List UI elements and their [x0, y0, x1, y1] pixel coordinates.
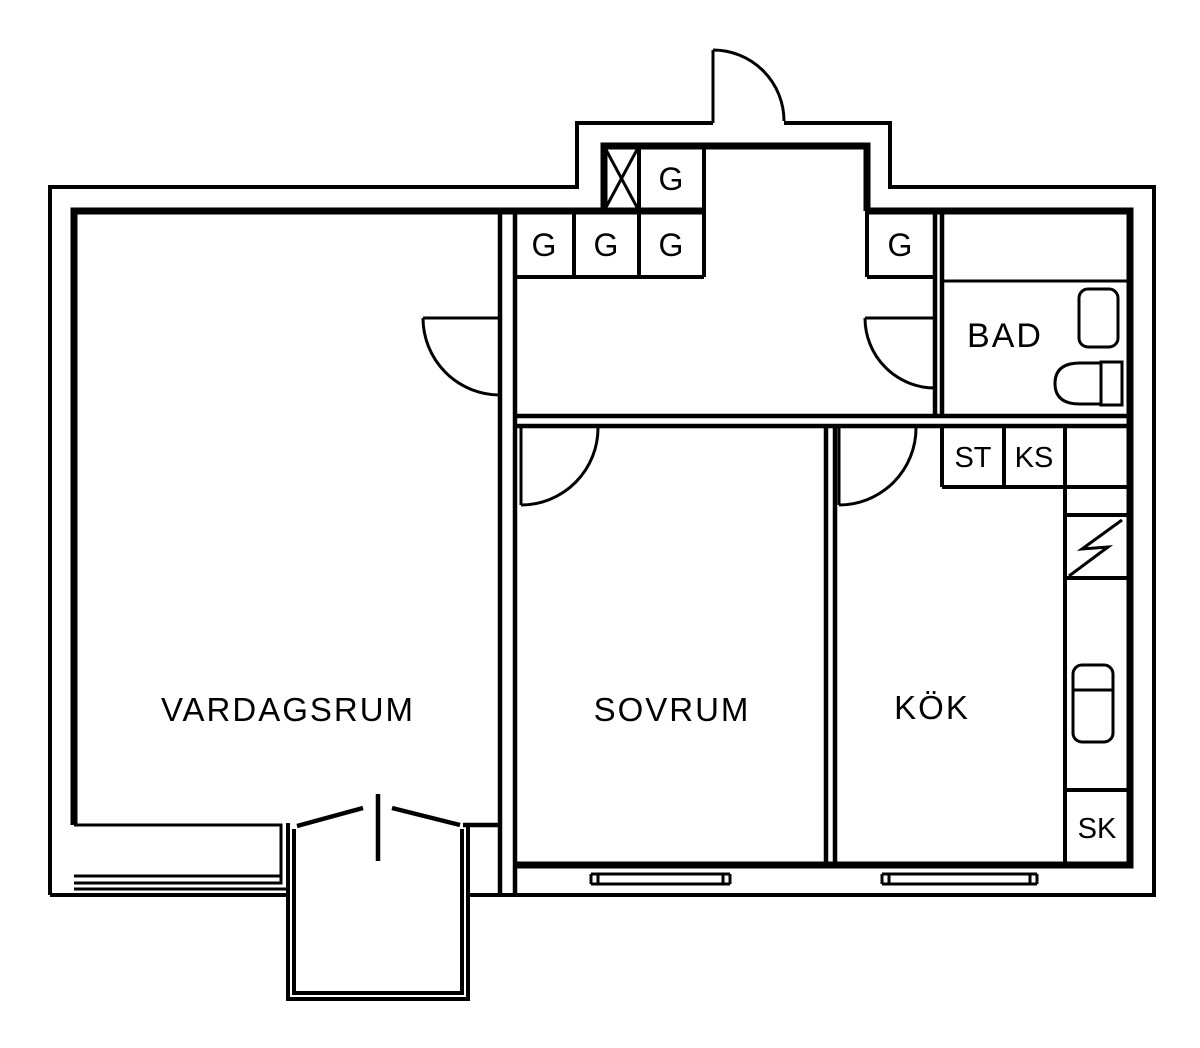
room-label-sovrum: SOVRUM: [594, 691, 751, 728]
kitchen-cabinet-grid: [940, 426, 1130, 865]
washbasin-icon: [1077, 287, 1120, 349]
bathroom-door: [863, 316, 936, 390]
toilet-icon: [1053, 360, 1124, 407]
cabinet-label-ks: KS: [1015, 442, 1054, 474]
electrical-symbol-icon: [1068, 518, 1123, 578]
wardrobe-boxes: [515, 146, 935, 279]
room-label-vardagsrum: VARDAGSRUM: [161, 691, 415, 728]
balcony-outline: [286, 823, 470, 1001]
closet-label-g-3: G: [659, 227, 684, 263]
closet-label-g-2: G: [594, 227, 619, 263]
partition-walls: [463, 211, 1130, 895]
entrance-door: [711, 48, 786, 123]
crossed-shaft-box-icon: [602, 145, 641, 212]
bathtub-icon: [940, 210, 1130, 283]
closet-label-g-1: G: [532, 227, 557, 263]
bedroom-door: [519, 427, 600, 507]
living-room-door: [421, 316, 501, 397]
exterior-wall-outline: [48, 121, 1156, 897]
closet-label-g-upper: G: [659, 161, 684, 197]
living-room-window: [74, 823, 288, 891]
kitchen-door: [837, 427, 918, 507]
room-label-bad: BAD: [967, 317, 1043, 355]
refrigerator-icon: [1071, 663, 1115, 744]
room-label-kok: KÖK: [894, 689, 970, 726]
cabinet-label-sk: SK: [1078, 813, 1117, 845]
cabinet-label-st: ST: [954, 442, 991, 474]
bedroom-window: [589, 872, 732, 886]
kitchen-window: [880, 872, 1039, 886]
closet-label-g-right: G: [888, 227, 913, 263]
balcony-double-door: [296, 794, 461, 861]
